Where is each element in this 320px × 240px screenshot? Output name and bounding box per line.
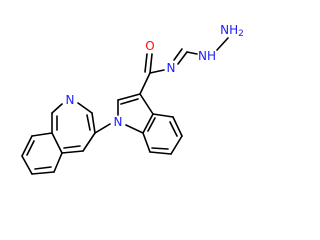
bond-q-n-c8a <box>51 103 63 114</box>
bond-q2-n1 <box>77 102 93 114</box>
bond-c7-c7a <box>142 132 151 153</box>
bond-q3-q2 <box>91 112 96 134</box>
atom-labels: O N NH NH2 N N <box>66 23 244 129</box>
bond-q8-q7 <box>21 135 33 157</box>
bond-c6-c7-inner <box>151 147 169 150</box>
atom-nh2-terminal: NH2 <box>220 23 244 39</box>
atom-o-carbonyl: O <box>145 39 154 53</box>
bond-c-n-amide <box>149 69 165 74</box>
nh2-subscript: 2 <box>238 29 244 39</box>
bond-c=o-2 <box>144 53 148 73</box>
bond-q8-q7-inner <box>26 140 35 156</box>
molecule-diagram: O N NH NH2 N N <box>21 23 244 175</box>
bond-c=o <box>149 53 153 74</box>
bond-q4-q4a-inner <box>63 145 81 149</box>
bond-c3a-c3 <box>139 93 154 115</box>
bond-n1-c7a <box>125 124 144 134</box>
bond-n1-quinoline <box>94 123 111 134</box>
bond-c3-carbonyl <box>139 72 151 95</box>
bond-c7a-c3a-inner <box>147 117 156 132</box>
bond-n=ch <box>177 51 188 65</box>
bond-c7a-c3a <box>142 113 154 134</box>
bond-c5-c6 <box>170 135 183 155</box>
bond-q5-q4a <box>53 152 63 173</box>
bond-c4-c5-inner <box>169 121 178 137</box>
bond-q4-q4a <box>61 150 84 154</box>
bond-c4-c5 <box>172 116 183 137</box>
atom-n-amide: N <box>167 61 176 75</box>
atom-n-indole: N <box>114 115 123 129</box>
bond-q3-q4 <box>82 132 96 152</box>
bond-c3=c2 <box>117 93 141 101</box>
bond-c6-c7 <box>149 151 172 155</box>
bonds <box>21 37 229 175</box>
bond-nh-nh2 <box>216 37 229 51</box>
bond-q8a-q8 <box>31 132 53 137</box>
bond-ch-nh <box>186 51 198 55</box>
bond-q4a-q8a <box>51 132 63 154</box>
bond-c3a-c4 <box>152 113 174 118</box>
bond-q3-q2-inner <box>86 114 91 131</box>
atom-n-quinoline: N <box>66 93 75 107</box>
bond-q6-q5-inner <box>34 166 52 170</box>
bond-q6-q5 <box>31 171 55 175</box>
bond-n=ch-2 <box>173 48 183 61</box>
bond-q7-q6 <box>21 155 33 175</box>
atom-nh-hydrazine: NH <box>198 49 216 63</box>
bond-c3=c2-inner <box>120 98 139 105</box>
